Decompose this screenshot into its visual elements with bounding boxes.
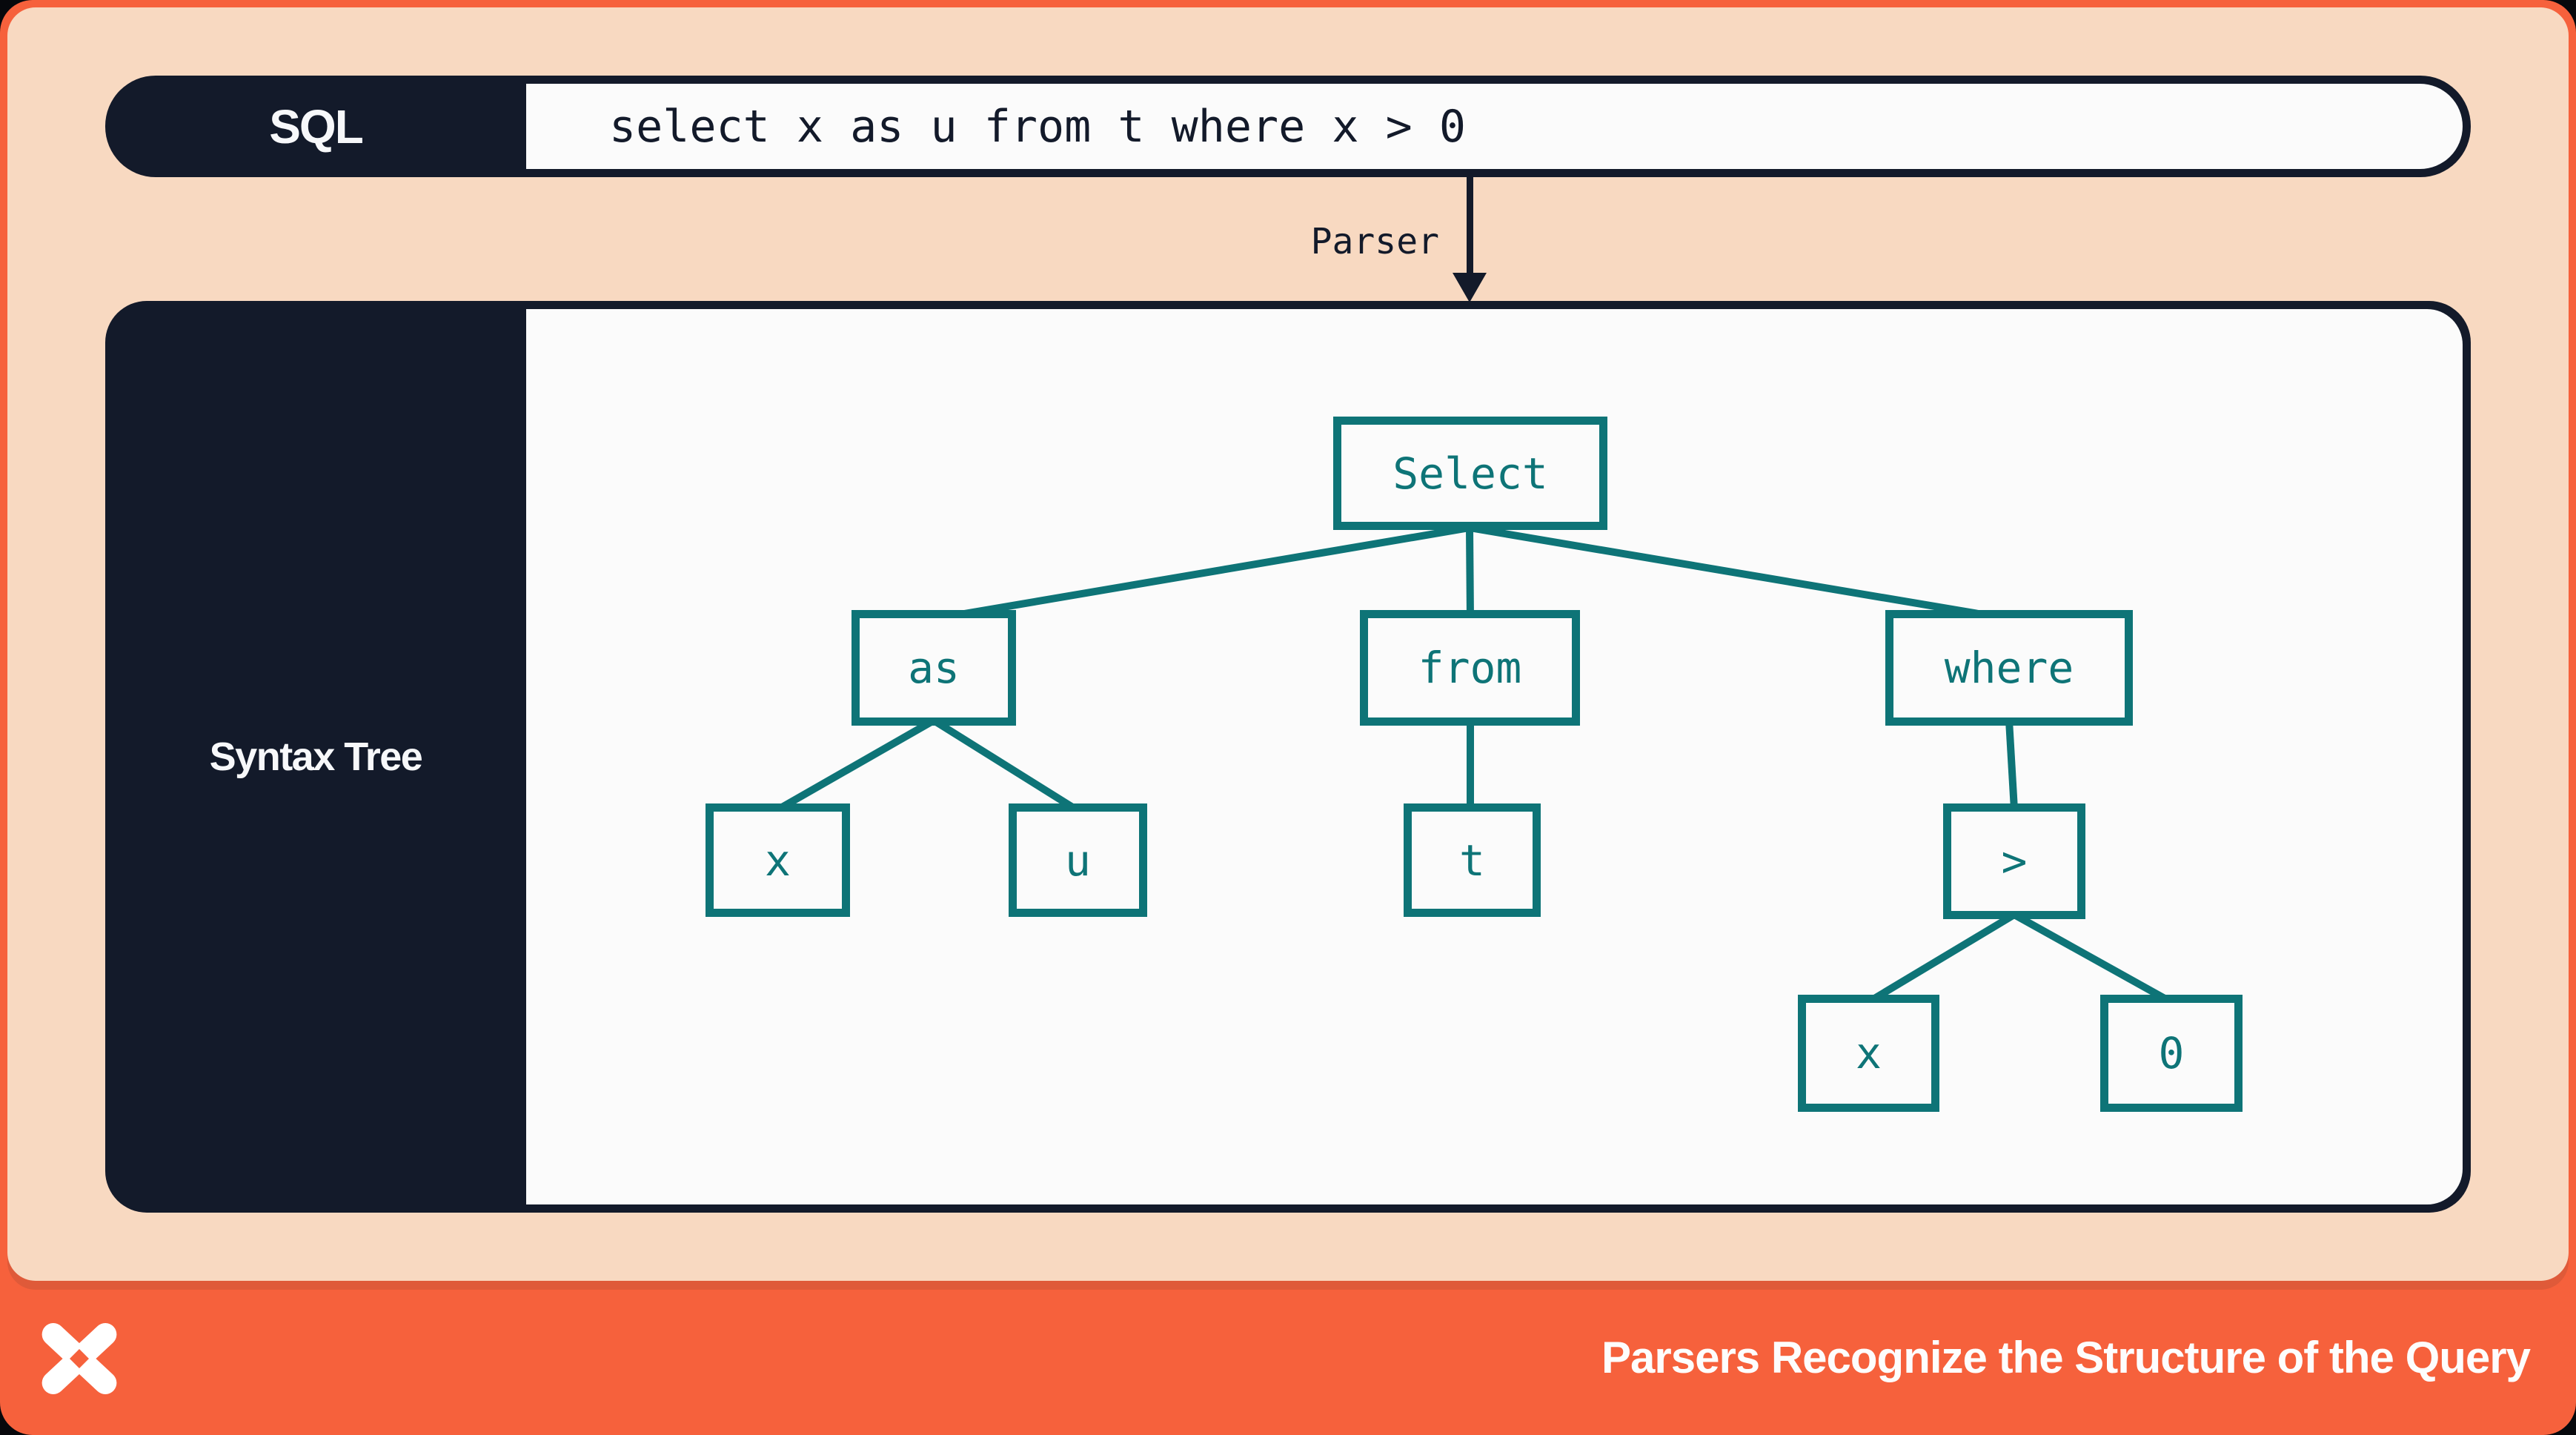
footer-title: Parsers Recognize the Structure of the Q… <box>1601 1333 2531 1382</box>
syntax-tree-label-zone: Syntax Tree <box>105 301 526 1213</box>
tree-node-t: t <box>1404 803 1541 917</box>
tree-node-u: u <box>1009 803 1147 917</box>
sql-query-text: select x as u from t where x > 0 <box>609 100 1466 153</box>
x-pinwheel-logo-icon <box>42 1323 117 1394</box>
tree-node-gt: > <box>1943 803 2085 919</box>
tree-node-zero: 0 <box>2100 995 2243 1112</box>
tree-node-x-alias: x <box>706 803 850 917</box>
tree-node-where: where <box>1885 610 2133 726</box>
sql-bar-label: SQL <box>269 99 364 153</box>
sql-bar: SQL select x as u from t where x > 0 <box>105 76 2471 177</box>
tree-node-select: Select <box>1333 417 1607 530</box>
sql-query-panel: select x as u from t where x > 0 <box>526 84 2463 169</box>
parser-label: Parser <box>1310 221 1439 262</box>
tree-node-as: as <box>852 610 1016 726</box>
parser-arrow-shaft <box>1467 177 1473 275</box>
syntax-tree-label: Syntax Tree <box>209 735 423 779</box>
tree-node-x-cond: x <box>1798 995 1939 1112</box>
tree-node-from: from <box>1360 610 1580 726</box>
parser-arrow-head-icon <box>1453 273 1487 302</box>
sql-label-zone: SQL <box>105 76 526 177</box>
